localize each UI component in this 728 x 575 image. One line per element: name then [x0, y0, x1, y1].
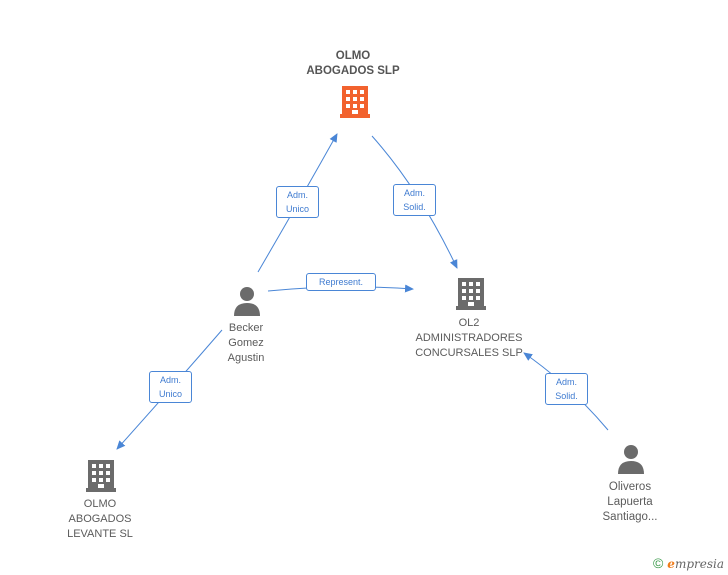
- edge-label-line: Unico: [285, 204, 309, 214]
- label-line: CONCURSALES SLP: [415, 347, 523, 359]
- copyright-icon: ©: [652, 555, 664, 571]
- footer: ©empresia: [653, 555, 724, 571]
- node-ol2-label[interactable]: OL2 ADMINISTRADORES CONCURSALES SLP: [404, 316, 534, 361]
- label-line: Agustin: [227, 352, 265, 364]
- brand-rest: mpresia: [674, 557, 724, 571]
- edge-label-becker-levante: Adm. Unico: [149, 371, 192, 403]
- node-olmo-levante-label[interactable]: OLMO ABOGADOS LEVANTE SL: [52, 497, 148, 542]
- edge-label-line: Solid.: [555, 391, 578, 401]
- label-line: Oliveros: [608, 481, 652, 493]
- empresia-logo[interactable]: empresia: [667, 557, 724, 571]
- label-line: ADMINISTRADORES: [415, 332, 523, 344]
- person-icon[interactable]: [234, 287, 260, 316]
- edge-label-line: Represent.: [318, 277, 364, 287]
- edge-label-line: Adm.: [555, 377, 577, 387]
- label-line: Santiago...: [602, 511, 658, 523]
- node-olmo-abogados-label[interactable]: OLMO ABOGADOS SLP: [290, 49, 416, 79]
- edge-label-line: Adm.: [403, 188, 425, 198]
- person-icon[interactable]: [618, 445, 644, 474]
- label-line: Becker: [228, 322, 264, 334]
- edge-label-line: Adm.: [286, 190, 308, 200]
- label-line: ABOGADOS SLP: [306, 65, 400, 77]
- node-becker-label[interactable]: Becker Gomez Agustin: [206, 321, 286, 366]
- edge-label-oliveros-ol2: Adm. Solid.: [545, 373, 588, 405]
- label-line: ABOGADOS: [68, 513, 132, 525]
- edge-label-becker-ol2: Represent.: [306, 273, 376, 291]
- label-line: OLMO: [335, 50, 371, 62]
- brand-initial: e: [667, 557, 675, 571]
- building-icon[interactable]: [340, 86, 370, 118]
- label-line: LEVANTE SL: [67, 528, 133, 540]
- label-line: OLMO: [83, 498, 117, 510]
- edge-label-becker-olmo: Adm. Unico: [276, 186, 319, 218]
- label-line: Lapuerta: [607, 496, 653, 508]
- edge-label-line: Adm.: [159, 375, 181, 385]
- node-oliveros-label[interactable]: Oliveros Lapuerta Santiago...: [588, 480, 672, 525]
- label-line: OL2: [458, 317, 480, 329]
- edge-label-line: Solid.: [403, 202, 426, 212]
- label-line: Gomez: [228, 337, 264, 349]
- edge-label-olmo-ol2: Adm. Solid.: [393, 184, 436, 216]
- building-icon[interactable]: [86, 460, 116, 492]
- edge-label-line: Unico: [158, 389, 182, 399]
- building-icon[interactable]: [456, 278, 486, 310]
